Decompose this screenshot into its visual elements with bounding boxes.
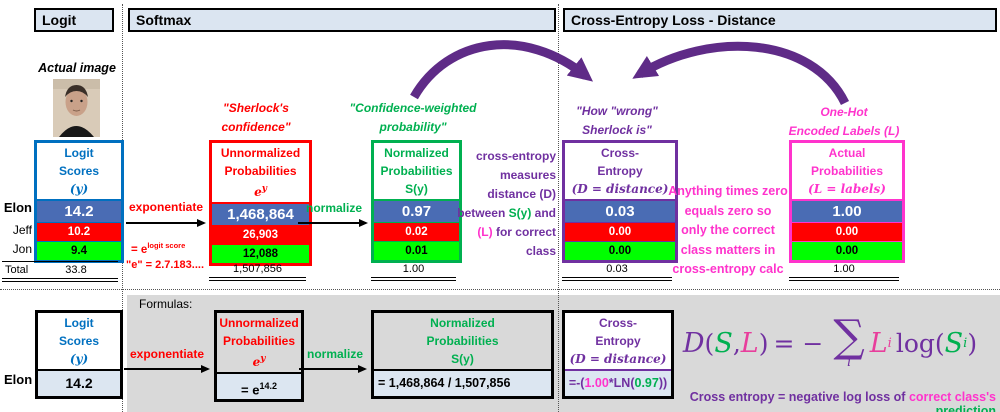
formula-normalized-title: Normalized Probabilities S(y) xyxy=(426,316,499,366)
unnormalized-table-title: Unnormalized Probabilities ey xyxy=(212,143,309,202)
one-hot-cell-jeff: 0.00 xyxy=(792,222,902,241)
unnormalized-probabilities-table: Unnormalized Probabilities ey 1,468,864 … xyxy=(209,140,312,266)
logit-total-value: 33.8 xyxy=(65,264,87,276)
cross-entropy-cell-jon: 0.00 xyxy=(565,241,675,260)
normalize-arrow xyxy=(298,219,368,227)
normalize-label: normalize xyxy=(305,201,362,215)
formula-normalize-arrow xyxy=(299,365,367,373)
formula-unnormalized-box: Unnormalized Probabilities ey = e14.2 xyxy=(214,310,304,402)
normalized-probabilities-table: Normalized Probabilities S(y) 0.97 0.02 … xyxy=(371,140,462,263)
logit-total-row: Total 33.8 xyxy=(2,261,118,282)
divider-horizontal xyxy=(0,289,1000,290)
one-hot-table-title: Actual Probabilities (L = labels) xyxy=(792,143,902,199)
confidence-weighted-quote: "Confidence-weighted probability" xyxy=(349,101,477,134)
row-label-jon: Jon xyxy=(12,242,32,256)
formula-exponentiate-arrow xyxy=(124,365,210,373)
formula-unnormalized-title: Unnormalized Probabilities ey xyxy=(219,316,299,369)
e-value-note: "e" = 2.7.183.... xyxy=(126,259,205,271)
sherlock-confidence-quote: "Sherlock's confidence" xyxy=(221,101,291,134)
cross-entropy-cell-elon: 0.03 xyxy=(565,199,675,222)
section-header-softmax: Softmax xyxy=(128,8,556,32)
section-header-logit: Logit xyxy=(34,8,114,32)
logit-cell-jeff: 10.2 xyxy=(37,222,121,241)
formula-cross-entropy-title: Cross- Entropy (D = distance) xyxy=(569,316,667,366)
e-logit-formula: = elogit score xyxy=(131,241,186,256)
section-header-cross-entropy: Cross-Entropy Loss - Distance xyxy=(563,8,997,32)
arrow-onehot-to-crossentropy xyxy=(632,41,850,106)
formula-normalized-value: = 1,468,864 / 1,507,856 xyxy=(374,369,551,396)
unnormalized-cell-jon: 12,088 xyxy=(212,244,309,263)
cross-entropy-total-value: 0.03 xyxy=(562,261,672,281)
actual-image-photo xyxy=(53,79,100,137)
row-label-jeff: Jeff xyxy=(12,223,32,237)
exponentiate-arrow xyxy=(126,219,206,227)
arrow-sy-to-crossentropy xyxy=(410,40,594,100)
normalized-cell-jeff: 0.02 xyxy=(374,222,459,241)
formula-row-label-elon: Elon xyxy=(4,372,33,387)
logit-cell-elon: 14.2 xyxy=(37,199,121,222)
formula-logit-value: 14.2 xyxy=(38,369,120,396)
logit-cell-jon: 9.4 xyxy=(37,241,121,260)
formula-normalized-box: Normalized Probabilities S(y) = 1,468,86… xyxy=(371,310,554,399)
formula-normalize-label: normalize xyxy=(306,347,363,361)
normalized-cell-jon: 0.01 xyxy=(374,241,459,260)
formula-cross-entropy-value: =-(1.00*LN(0.97)) xyxy=(565,369,671,396)
formula-unnormalized-value: = e14.2 xyxy=(217,372,301,399)
normalized-total-value: 1.00 xyxy=(371,261,456,281)
one-hot-quote: One-Hot Encoded Labels (L) xyxy=(788,105,900,138)
logit-scores-table: Logit Scores (y) 14.2 10.2 9.4 xyxy=(34,140,124,263)
exponentiate-label: exponentiate xyxy=(128,200,203,214)
row-label-elon: Elon xyxy=(3,200,32,215)
one-hot-cell-elon: 1.00 xyxy=(792,199,902,222)
logit-table-title: Logit Scores (y) xyxy=(37,143,121,199)
one-hot-labels-table: Actual Probabilities (L = labels) 1.00 0… xyxy=(789,140,905,263)
unnormalized-cell-jeff: 26,903 xyxy=(212,225,309,244)
divider-softmax-crossentropy xyxy=(558,4,559,412)
one-hot-total-value: 1.00 xyxy=(789,261,899,281)
total-label: Total xyxy=(5,264,29,276)
sigma-symbol: ∑i xyxy=(833,311,865,370)
formula-exponentiate-label: exponentiate xyxy=(129,347,204,361)
formulas-label: Formulas: xyxy=(139,297,193,311)
how-wrong-quote: "How "wrong" Sherlock is" xyxy=(576,104,658,137)
formula-logit-title: Logit Scores (y) xyxy=(58,316,100,366)
cross-entropy-cell-jeff: 0.00 xyxy=(565,222,675,241)
cross-entropy-caption: Cross entropy = negative log loss of cor… xyxy=(689,390,996,412)
one-hot-cell-jon: 0.00 xyxy=(792,241,902,260)
formula-cross-entropy-box: Cross- Entropy (D = distance) =-(1.00*LN… xyxy=(562,310,674,399)
cross-entropy-table-title: Cross- Entropy (D = distance) xyxy=(565,143,675,199)
cross-entropy-measures-note: cross-entropy measures distance (D) betw… xyxy=(457,149,556,258)
anything-times-zero-note: Anything times zero equals zero so only … xyxy=(668,184,788,276)
normalized-table-title: Normalized Probabilities S(y) xyxy=(374,143,459,199)
unnormalized-total-value: 1,507,856 xyxy=(209,261,306,281)
actual-image-label: Actual image xyxy=(38,61,116,75)
unnormalized-cell-elon: 1,468,864 xyxy=(212,202,309,225)
formula-logit-box: Logit Scores (y) 14.2 xyxy=(35,310,123,399)
cross-entropy-table: Cross- Entropy (D = distance) 0.03 0.00 … xyxy=(562,140,678,263)
normalized-cell-elon: 0.97 xyxy=(374,199,459,222)
